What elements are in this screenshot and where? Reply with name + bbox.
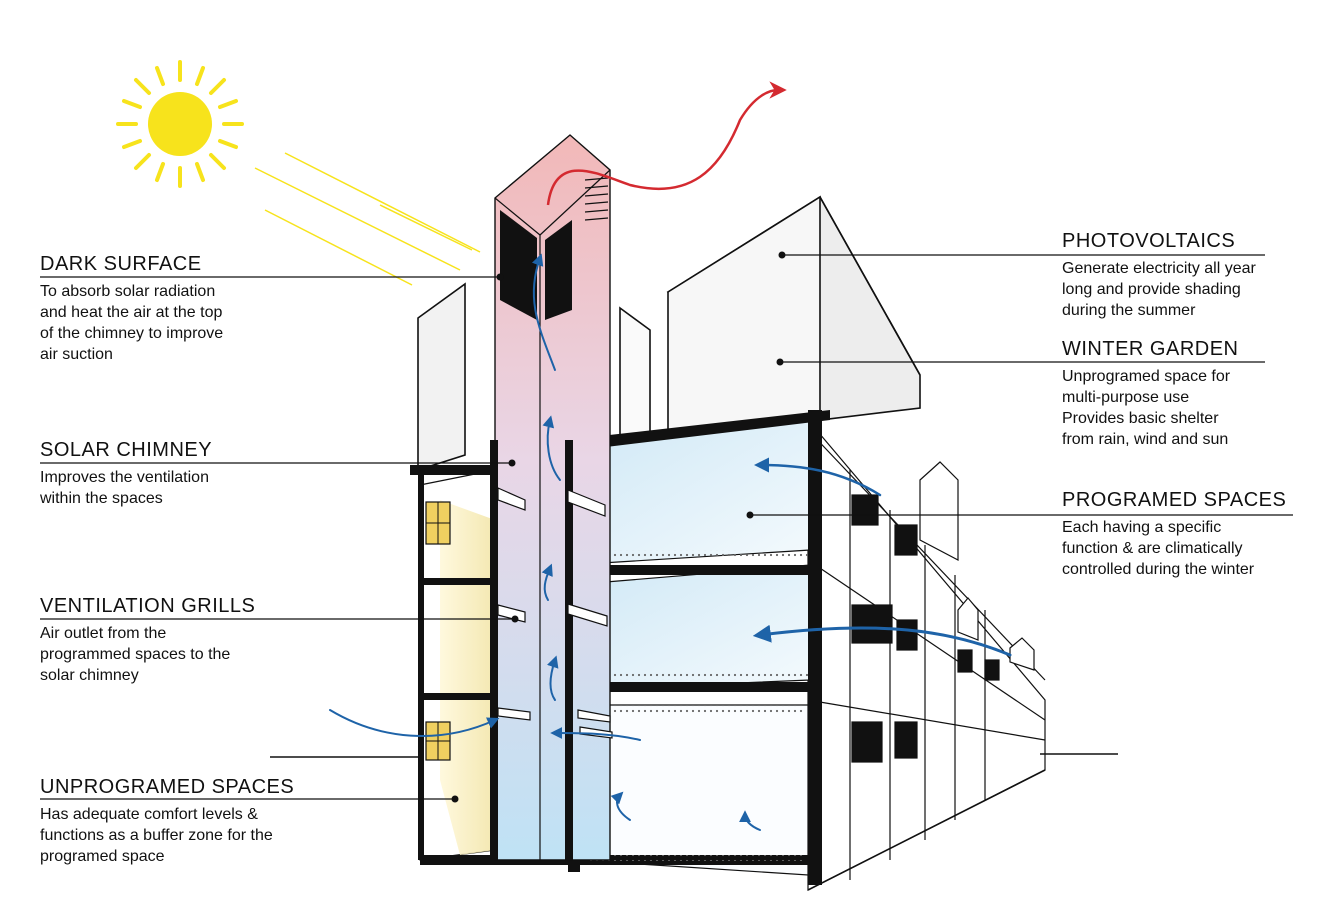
label-unprogramed-spaces: UNPROGRAMED SPACES Has adequate comfort … [40,775,294,867]
solar-chimney-title: SOLAR CHIMNEY [40,439,213,461]
street-facade [807,418,1046,891]
exhaust-louvres [584,177,609,221]
ventilation-grills [497,487,613,739]
label-programed-spaces: PROGRAMED SPACES Each having a specific … [1062,488,1286,580]
programed-spaces [420,410,830,885]
solar-radiation-rays [254,152,481,286]
dark-surface-desc: To absorb solar radiation and heat the a… [40,283,224,363]
facade-windows [851,494,1000,763]
dark-surface-title: DARK SURFACE [40,253,202,275]
unprogramed-spaces-title: UNPROGRAMED SPACES [40,776,295,798]
label-solar-chimney: SOLAR CHIMNEY Improves the ventilation w… [40,438,212,509]
sun-icon [116,60,244,188]
photovoltaics-title: PHOTOVOLTAICS [1062,230,1236,252]
winter-garden-title: WINTER GARDEN [1062,338,1239,360]
programed-spaces-title: PROGRAMED SPACES [1062,489,1287,511]
label-ventilation-grills: VENTILATION GRILLS Air outlet from the p… [40,594,255,686]
solar-chimney-desc: Improves the ventilation within the spac… [40,469,209,507]
leader-lines [40,254,1293,800]
unprogramed-spaces-desc: Has adequate comfort levels & functions … [40,806,273,865]
hot-air-exhaust-arrow [546,81,787,206]
ventilation-grills-title: VENTILATION GRILLS [40,595,256,617]
winter-garden-desc: Unprogramed space for multi-purpose use … [1062,368,1231,448]
programed-spaces-desc: Each having a specific function & are cl… [1062,519,1255,578]
unprogramed-buffer-zone [410,465,500,861]
label-photovoltaics: PHOTOVOLTAICS Generate electricity all y… [1062,229,1256,321]
ventilation-grills-desc: Air outlet from the programmed spaces to… [40,625,231,684]
solar-chimney [490,134,611,861]
photovoltaics-desc: Generate electricity all year long and p… [1062,260,1256,319]
dark-surface-panel [500,210,572,320]
label-dark-surface: DARK SURFACE To absorb solar radiation a… [40,252,223,365]
label-winter-garden: WINTER GARDEN Unprogramed space for mult… [1062,337,1239,450]
leader-dots [451,251,786,803]
airflow-arrows [329,253,1012,831]
